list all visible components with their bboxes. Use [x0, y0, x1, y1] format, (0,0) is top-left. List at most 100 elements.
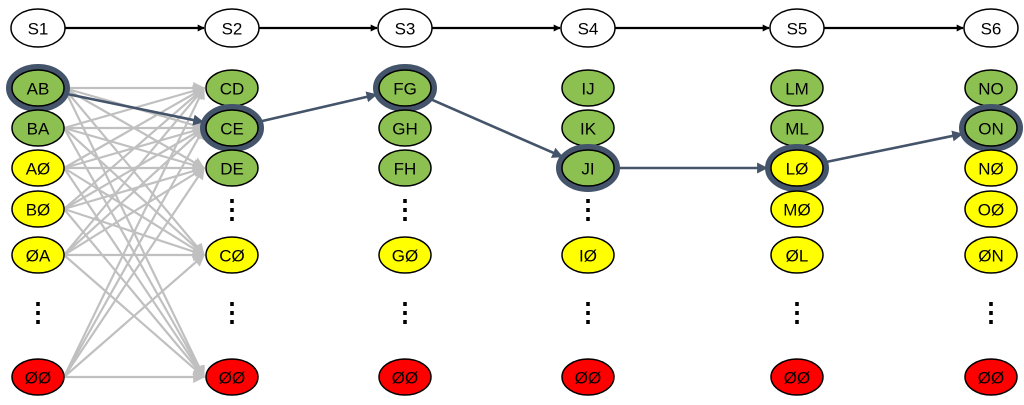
node-label: CØ [219, 247, 245, 266]
node-label: ON [978, 120, 1004, 139]
node-label: GØ [392, 247, 418, 266]
node-pair: NO [964, 69, 1018, 107]
node-label: NO [978, 80, 1004, 99]
ellipsis-dots: ⋮ [25, 297, 51, 327]
node-pair: ML [770, 109, 824, 147]
ellipsis-dots: ⋮ [392, 194, 418, 224]
node-label: IK [580, 120, 597, 139]
state-ellipse [10, 8, 66, 48]
node-single: BØ [11, 190, 65, 228]
state-s2: S2 [204, 8, 260, 48]
ellipsis-dots: ⋮ [219, 194, 245, 224]
node-label: BØ [26, 201, 51, 220]
node-ellipse [378, 236, 432, 274]
highlight-ring [6, 64, 70, 112]
node-ellipse [205, 358, 259, 396]
candidate-transition-arrow [63, 165, 206, 211]
highlight-ring [200, 104, 264, 152]
highlight-ring [373, 64, 437, 112]
state-ellipse [769, 8, 825, 48]
state-ellipse [204, 8, 260, 48]
node-columns: ABBAAØBØØA⋮ØØCDCEDE⋮CØ⋮ØØFGGHFH⋮GØ⋮ØØIJI… [6, 64, 1023, 396]
node-single: LØ [765, 144, 829, 192]
node-ellipse [11, 190, 65, 228]
node-empty: ØØ [770, 358, 824, 396]
node-ellipse [378, 109, 432, 147]
node-label: ØØ [392, 369, 418, 388]
node-empty: ØØ [561, 358, 615, 396]
node-ellipse [561, 69, 615, 107]
state-label: S6 [981, 20, 1002, 39]
node-pair: LM [770, 69, 824, 107]
node-single: CØ [205, 236, 259, 274]
node-ellipse [964, 190, 1018, 228]
ellipsis-dots: ⋮ [575, 297, 601, 327]
node-label: GH [392, 120, 418, 139]
state-s1: S1 [10, 8, 66, 48]
node-ellipse [964, 236, 1018, 274]
node-label: ØA [26, 247, 51, 266]
node-pair: IK [561, 109, 615, 147]
node-ellipse [205, 109, 259, 147]
node-label: CD [220, 80, 245, 99]
candidate-transition-arrow [63, 208, 205, 378]
node-pair: BA [11, 109, 65, 147]
node-ellipse [205, 236, 259, 274]
node-label: ØØ [575, 369, 601, 388]
node-ellipse [964, 149, 1018, 187]
candidate-transition-arrow [63, 126, 205, 378]
node-single: MØ [770, 190, 824, 228]
node-ellipse [561, 149, 615, 187]
node-ellipse [964, 358, 1018, 396]
ellipsis-dots: ⋮ [392, 297, 418, 327]
node-label: FG [393, 80, 417, 99]
highlight-ring [556, 144, 620, 192]
node-ellipse [11, 358, 65, 396]
node-single: AØ [11, 149, 65, 187]
candidate-transition-arrow [63, 167, 205, 378]
node-ellipse [770, 190, 824, 228]
candidate-transition-arrow [63, 167, 206, 256]
node-pair: IJ [561, 69, 615, 107]
state-s5: S5 [769, 8, 825, 48]
node-pair: FH [378, 149, 432, 187]
node-empty: ØØ [11, 358, 65, 396]
ellipsis-dots: ⋮ [575, 194, 601, 224]
candidate-transition-arrow [63, 87, 205, 256]
node-ellipse [11, 109, 65, 147]
node-single: ØN [964, 236, 1018, 274]
ellipsis-dots: ⋮ [978, 297, 1004, 327]
node-single: IØ [561, 236, 615, 274]
node-label: ML [785, 120, 809, 139]
highlight-ring [959, 104, 1023, 152]
state-ellipse [963, 8, 1019, 48]
node-empty: ØØ [205, 358, 259, 396]
node-ellipse [561, 236, 615, 274]
node-label: DE [220, 160, 244, 179]
node-ellipse [205, 149, 259, 187]
node-pair: FG [373, 64, 437, 112]
candidate-transitions [63, 82, 206, 383]
node-pair: JI [556, 144, 620, 192]
node-label: IJ [581, 80, 594, 99]
node-label: ØL [786, 247, 809, 266]
column-s3: FG GH FH ⋮ GØ ⋮ ØØ [373, 64, 437, 396]
node-ellipse [770, 69, 824, 107]
state-s3: S3 [377, 8, 433, 48]
state-s6: S6 [963, 8, 1019, 48]
node-label: BA [27, 120, 50, 139]
candidate-transition-arrow [63, 254, 205, 378]
node-label: LM [785, 80, 809, 99]
state-label: S5 [787, 20, 808, 39]
node-label: AØ [26, 160, 51, 179]
state-label: S3 [395, 20, 416, 39]
node-pair: DE [205, 149, 259, 187]
candidate-transition-arrow [63, 86, 205, 378]
node-single: NØ [964, 149, 1018, 187]
node-ellipse [378, 69, 432, 107]
